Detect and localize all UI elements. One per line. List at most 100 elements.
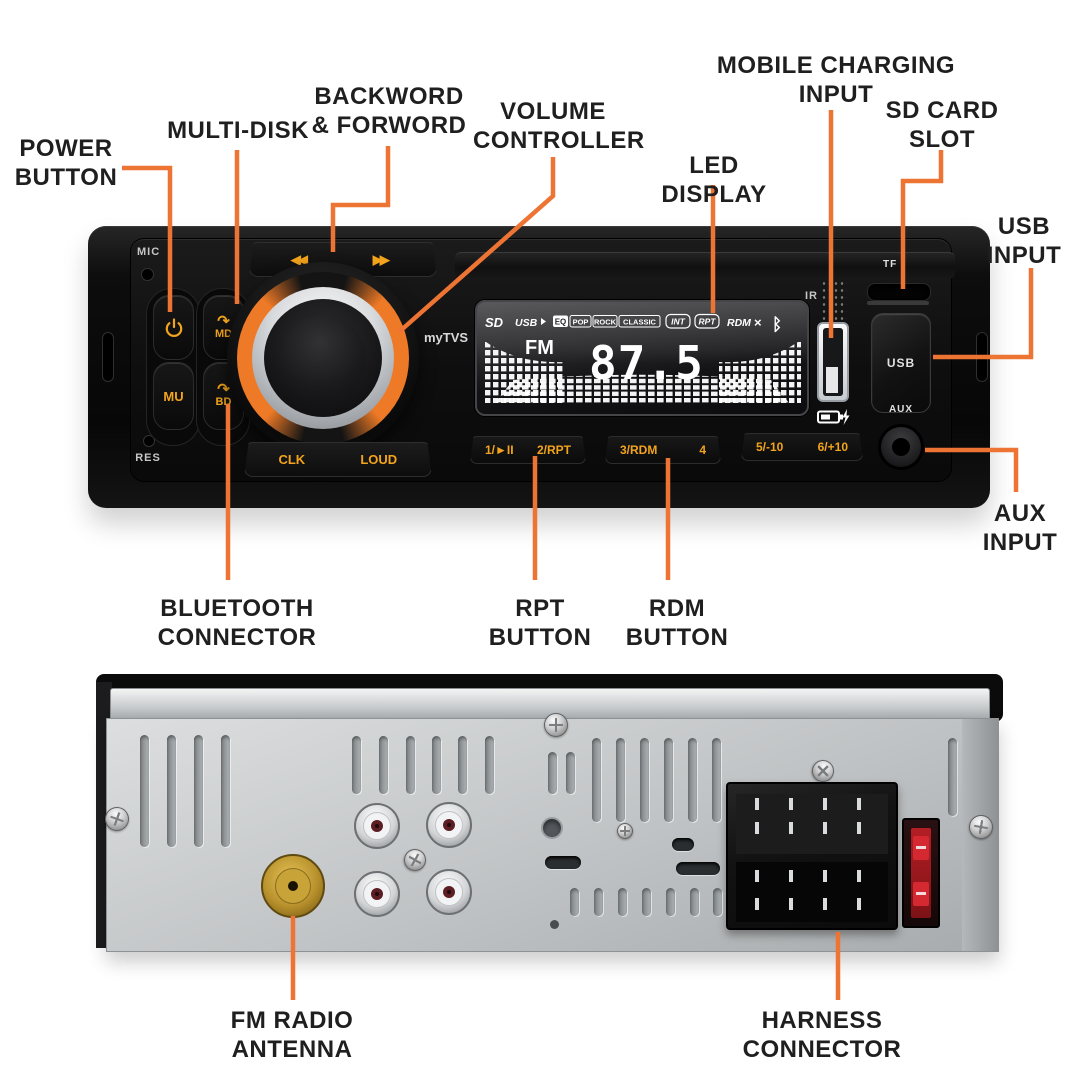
car-stereo-front: MIC RES MU ↷ MD ↷ BD ◀◀ ▶▶: [88, 226, 990, 508]
vent-cutout: [672, 838, 694, 851]
vent-cutout: [676, 862, 720, 875]
harness-pin: [755, 870, 759, 882]
loudness-button[interactable]: LOUD: [360, 452, 398, 467]
vent-slot: [379, 736, 388, 794]
harness-upper-block: [736, 794, 888, 854]
clk-loud-bar: CLK LOUD: [244, 442, 432, 477]
right-bracket-slot: [976, 332, 988, 382]
vent-slot: [642, 888, 651, 916]
harness-pin: [789, 798, 793, 810]
usb-cover-label: USB: [886, 356, 916, 370]
eq-badge: EQ: [555, 318, 567, 327]
key-1-2-bar[interactable]: 1/►II 2/RPT: [470, 436, 586, 464]
harness-pin: [755, 898, 759, 910]
vent-cutout: [545, 856, 581, 869]
knob-face: [280, 315, 366, 401]
play-pause-button[interactable]: 1/►II: [485, 443, 514, 457]
vent-slot: [167, 735, 176, 847]
volume-knob[interactable]: [227, 262, 419, 454]
led-display: SD USB EQ POP ROCK CLASSIC INT RPT RDM: [475, 300, 809, 416]
fuse-holder[interactable]: [902, 818, 940, 928]
vent-slot: [194, 735, 203, 847]
rca-output-jack[interactable]: [354, 871, 400, 917]
label-led-display: LED DISPLAY: [661, 152, 767, 208]
brand-logo: myTVS: [424, 330, 469, 345]
plus-10-button[interactable]: 6/+10: [817, 440, 848, 454]
band-indicator: FM: [525, 337, 554, 359]
antenna-hole: [288, 881, 298, 891]
vent-slot: [616, 738, 625, 822]
vent-slot: [664, 738, 673, 822]
key-3-4-bar[interactable]: 3/RDM 4: [605, 436, 721, 464]
frequency-readout: 87.5: [589, 336, 704, 390]
reset-hole[interactable]: [143, 435, 155, 447]
harness-pin: [755, 798, 759, 810]
vent-slot: [948, 738, 957, 816]
fuse-element: [916, 846, 926, 849]
harness-pin: [789, 870, 793, 882]
harness-pin: [823, 798, 827, 810]
aux-input-jack[interactable]: [878, 424, 924, 470]
harness-pin: [823, 870, 827, 882]
int-indicator: INT: [671, 317, 686, 327]
vent-slot: [566, 752, 575, 794]
arc-arrow-icon: ↷: [217, 312, 230, 330]
harness-pin: [857, 898, 861, 910]
harness-lower-block: [736, 862, 888, 922]
harness-connector[interactable]: [726, 782, 898, 930]
display-gloss: [477, 302, 807, 414]
backward-icon[interactable]: ◀◀: [290, 251, 308, 267]
minus-10-button[interactable]: 5/-10: [756, 440, 784, 454]
perspective-grid-floor: [495, 374, 789, 403]
vent-slot: [712, 738, 721, 822]
usb-charging-port[interactable]: [817, 322, 849, 402]
usb-input-cover[interactable]: USB: [871, 313, 931, 413]
mute-button[interactable]: MU: [153, 362, 194, 430]
vent-slot: [688, 738, 697, 822]
vent-slot: [570, 888, 579, 916]
power-icon: [165, 317, 182, 337]
forward-icon[interactable]: ▶▶: [372, 251, 390, 267]
key-5-6-bar[interactable]: 5/-10 6/+10: [741, 433, 863, 461]
harness-pin: [857, 798, 861, 810]
aux-label: AUX: [888, 404, 914, 415]
rca-output-jack[interactable]: [426, 802, 472, 848]
repeat-button[interactable]: 2/RPT: [536, 443, 571, 457]
rca-output-jack[interactable]: [354, 803, 400, 849]
vent-slot: [618, 888, 627, 916]
mute-label: MU: [163, 388, 184, 404]
vent-slot: [406, 736, 415, 794]
rca-output-jack[interactable]: [426, 869, 472, 915]
usb-port-tongue: [826, 367, 838, 393]
ir-receiver: [821, 280, 847, 324]
md-label: MD: [214, 327, 233, 340]
vent-slot: [594, 888, 603, 916]
harness-pin: [857, 870, 861, 882]
vent-slot: [485, 736, 494, 794]
eq-pop: POP: [573, 318, 589, 327]
car-stereo-back: [96, 672, 1003, 956]
sd-card-slot[interactable]: [867, 283, 931, 301]
label-backword-forword: BACKWORD& FORWORD: [311, 83, 467, 139]
shuffle-icon: ×: [754, 315, 762, 330]
clock-button[interactable]: CLK: [278, 452, 306, 467]
vent-slot: [458, 736, 467, 794]
fm-antenna-jack[interactable]: [261, 854, 325, 918]
random-button[interactable]: 3/RDM: [620, 443, 658, 457]
key-4-button[interactable]: 4: [699, 443, 706, 457]
vent-slot: [640, 738, 649, 822]
mic-hole: [141, 268, 154, 281]
small-hole: [550, 920, 559, 929]
bluetooth-icon: ᛒ: [772, 315, 782, 334]
vent-slot: [666, 888, 675, 916]
screw: [617, 823, 633, 839]
harness-pin: [857, 822, 861, 834]
vent-slot: [432, 736, 441, 794]
power-button[interactable]: [153, 295, 194, 360]
label-multi-disk: MULTI-DISK: [167, 117, 309, 144]
